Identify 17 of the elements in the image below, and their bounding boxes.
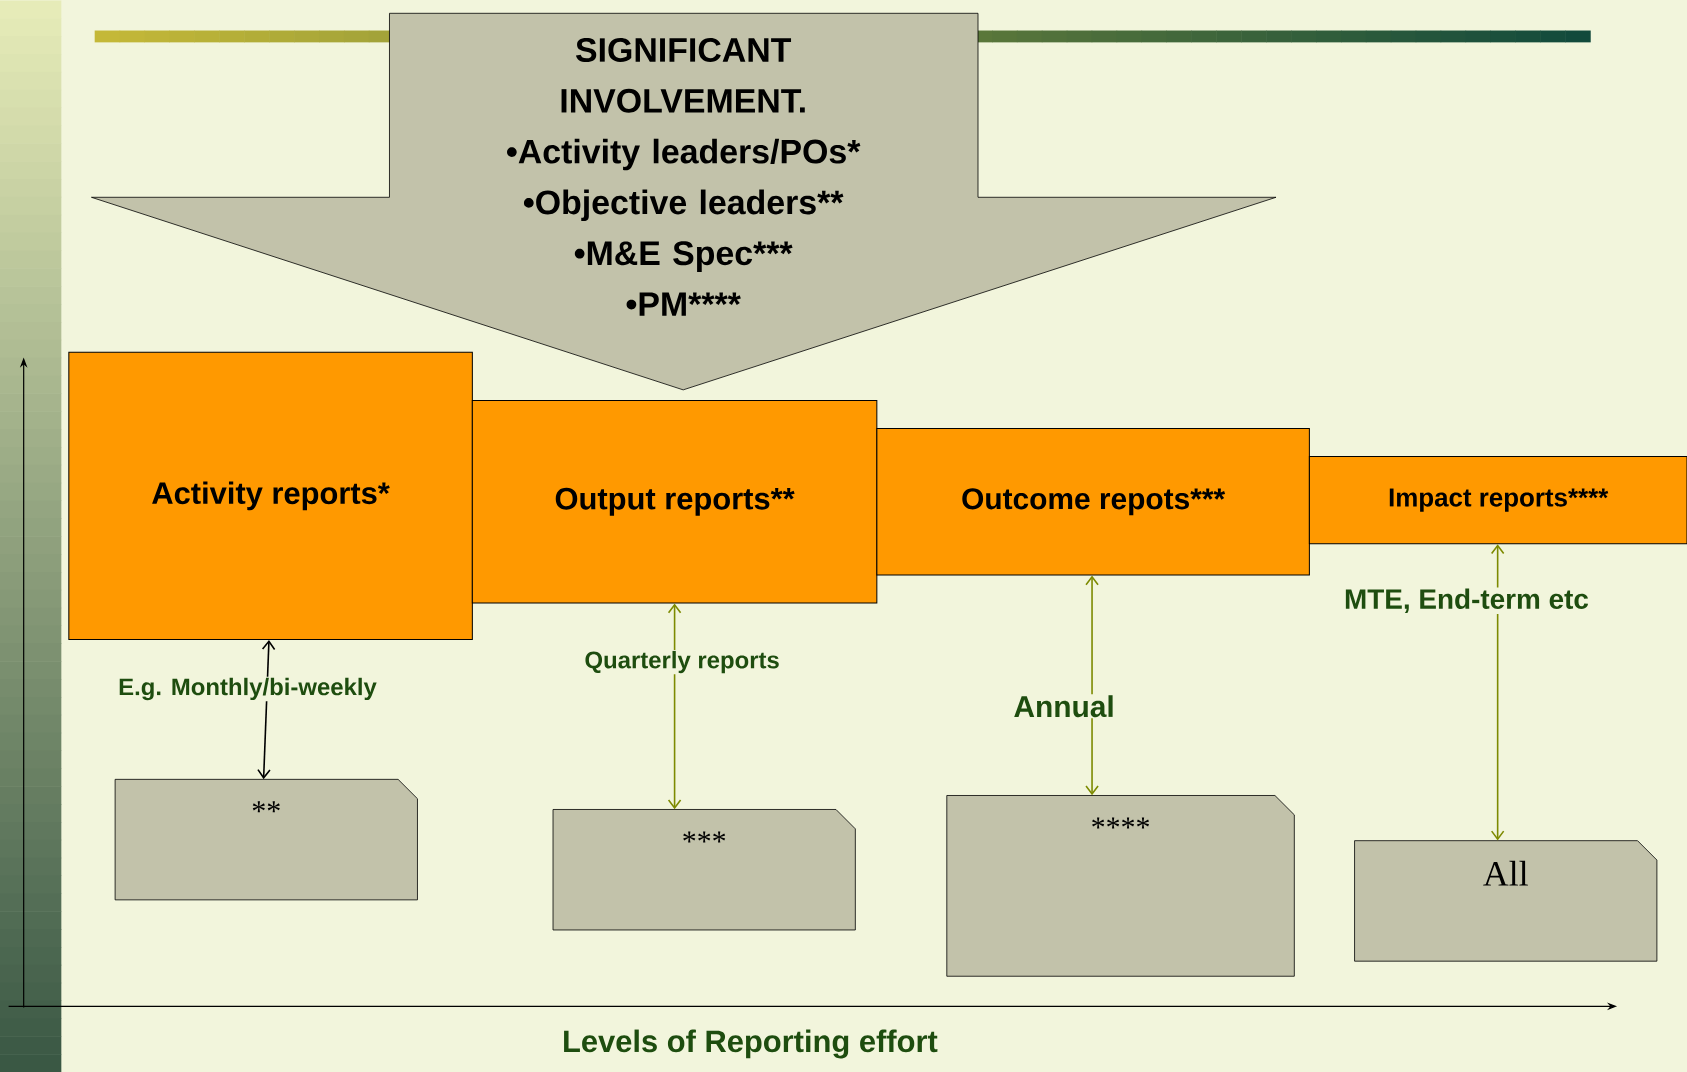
axis-title: Levels of Reporting effort	[564, 1029, 938, 1059]
double-arrow	[1490, 544, 1505, 841]
double-arrow	[1085, 575, 1099, 796]
double-arrow	[257, 640, 276, 780]
double-arrow	[667, 603, 682, 810]
edge-label: Annual	[1012, 694, 1116, 719]
report-box: Impact reports****	[1308, 456, 1687, 545]
document-box: **	[114, 778, 418, 901]
report-box: Activity reports*	[68, 351, 473, 640]
report-box: Outcome repots***	[876, 428, 1310, 576]
document-box: ****	[946, 795, 1295, 977]
report-box: Output reports**	[471, 400, 878, 604]
edge-label: E.g. Monthly/bi-weekly	[117, 676, 378, 702]
edge-label: MTE, End-term etc	[1343, 587, 1590, 614]
edge-label: Quarterly reports	[583, 649, 781, 675]
document-box: ***	[552, 809, 856, 931]
document-box: All	[1354, 840, 1658, 962]
